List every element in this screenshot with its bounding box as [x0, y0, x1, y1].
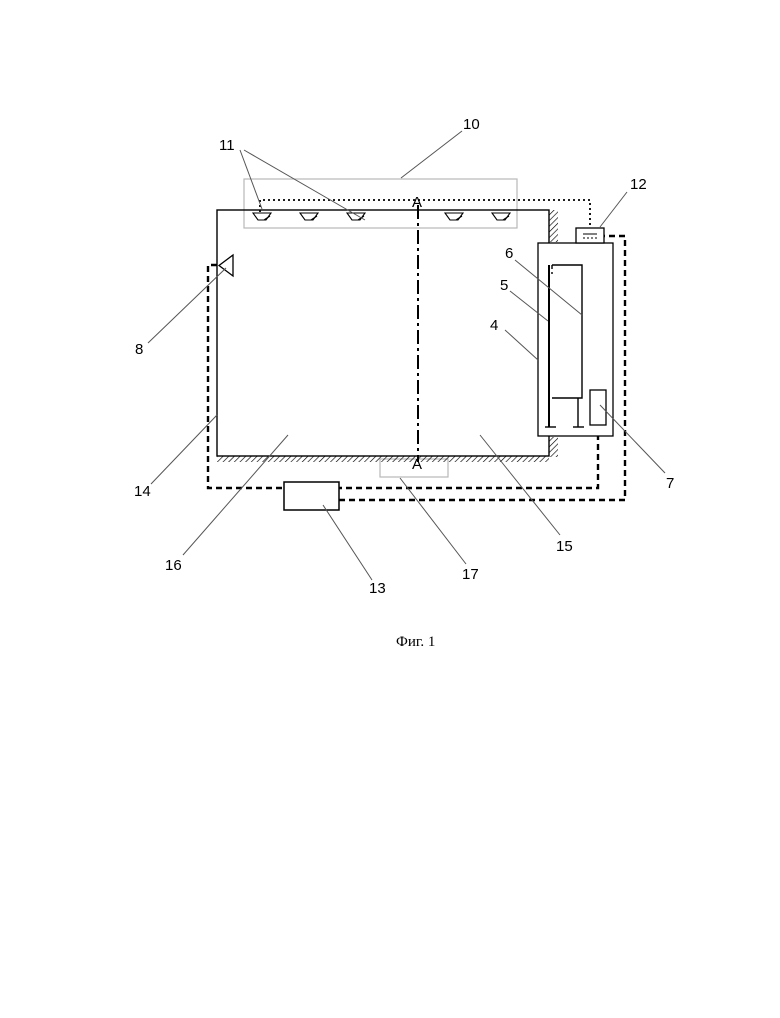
label-12: 12 — [630, 176, 647, 193]
label-16: 16 — [165, 557, 182, 574]
label-14: 14 — [134, 483, 151, 500]
label-11: 11 — [219, 137, 235, 154]
wall-hatching-lower — [549, 437, 558, 457]
label-5: 5 — [500, 277, 508, 294]
section-mark-top: A — [412, 194, 422, 211]
unit-13 — [284, 482, 339, 510]
label-8: 8 — [135, 341, 143, 358]
wall-hatching — [549, 210, 558, 242]
label-4: 4 — [490, 317, 498, 334]
label-15: 15 — [556, 538, 573, 555]
unit-7 — [590, 390, 606, 425]
label-7: 7 — [666, 475, 674, 492]
unit-12 — [576, 228, 604, 243]
dotted-supply-line — [260, 200, 590, 229]
nozzles-11 — [253, 213, 510, 220]
label-17: 17 — [462, 566, 479, 583]
section-mark-bottom: A — [412, 456, 422, 473]
main-room — [217, 210, 549, 456]
label-6: 6 — [505, 245, 513, 262]
label-10: 10 — [463, 116, 480, 133]
label-13: 13 — [369, 580, 386, 597]
roof-unit-10 — [244, 179, 517, 228]
dashed-line-to-13 — [208, 488, 284, 500]
figure-caption: Фиг. 1 — [396, 634, 435, 650]
